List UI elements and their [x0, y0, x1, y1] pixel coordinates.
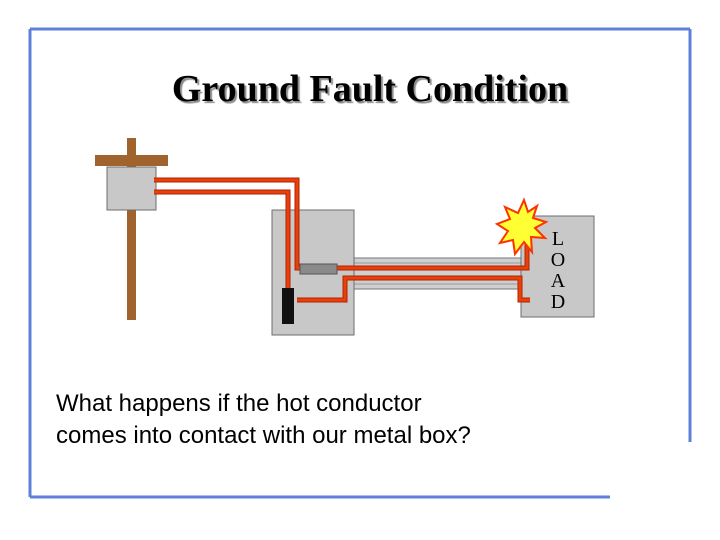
slide-title: Ground Fault Condition	[171, 68, 569, 110]
utility-pole	[95, 138, 168, 320]
hot-wire	[154, 178, 529, 270]
load-label-a: A	[550, 270, 566, 292]
neutral-wire	[154, 190, 290, 292]
load-label-l: L	[551, 228, 565, 250]
meter-box	[106, 166, 157, 211]
question-caption: What happens if the hot conductor comes …	[56, 388, 656, 452]
load-label-o: O	[550, 249, 566, 271]
load-label-d: D	[550, 291, 566, 313]
caption-line-1: What happens if the hot conductor	[56, 390, 422, 417]
breaker-handle	[299, 263, 338, 275]
return-wire	[297, 276, 530, 302]
caption-line-2: comes into contact with our metal box?	[56, 422, 471, 449]
spark-icon	[494, 197, 549, 257]
pole-post	[127, 138, 136, 320]
wires	[154, 177, 530, 303]
neutral-bar	[282, 288, 294, 324]
neutral-wire-outline	[154, 189, 291, 292]
